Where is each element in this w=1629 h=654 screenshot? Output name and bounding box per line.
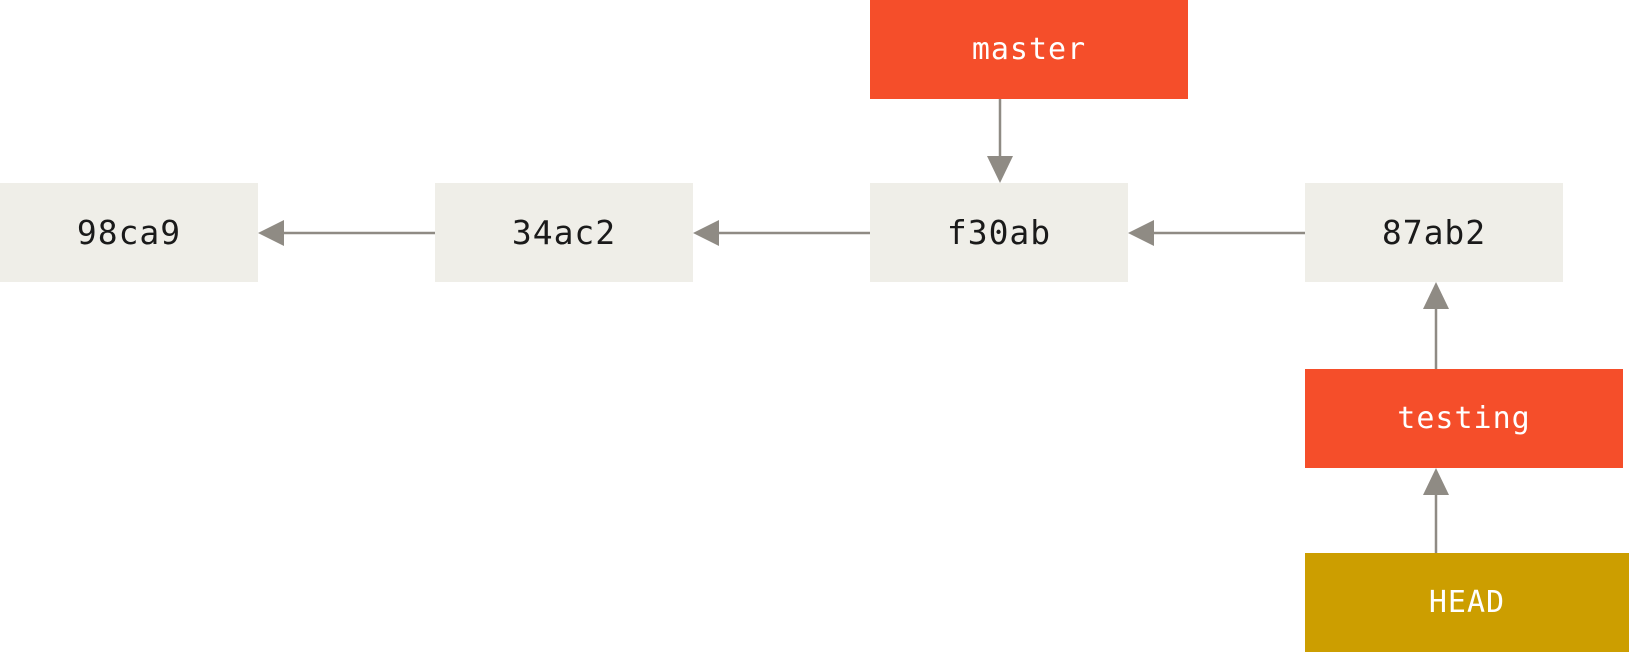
commit-label: f30ab bbox=[946, 213, 1052, 252]
branch-label: testing bbox=[1397, 401, 1531, 436]
commit-f30ab: f30ab bbox=[870, 183, 1128, 282]
commit-98ca9: 98ca9 bbox=[0, 183, 258, 282]
commit-87ab2: 87ab2 bbox=[1305, 183, 1563, 282]
edge-f30ab-to-34ac2 bbox=[693, 220, 870, 246]
edge-head-to-testing bbox=[1423, 468, 1449, 553]
edge-34ac2-to-98ca9 bbox=[258, 220, 435, 246]
head-pointer: HEAD bbox=[1305, 553, 1629, 652]
branch-testing: testing bbox=[1305, 369, 1623, 468]
branch-label: master bbox=[971, 32, 1087, 67]
head-label: HEAD bbox=[1428, 585, 1506, 620]
branch-master: master bbox=[870, 0, 1188, 99]
commit-label: 87ab2 bbox=[1381, 213, 1487, 252]
commit-label: 98ca9 bbox=[76, 213, 182, 252]
commit-34ac2: 34ac2 bbox=[435, 183, 693, 282]
edge-master-to-f30ab bbox=[987, 99, 1013, 183]
commit-label: 34ac2 bbox=[511, 213, 617, 252]
edge-87ab2-to-f30ab bbox=[1128, 220, 1305, 246]
edge-testing-to-87ab2 bbox=[1423, 282, 1449, 369]
